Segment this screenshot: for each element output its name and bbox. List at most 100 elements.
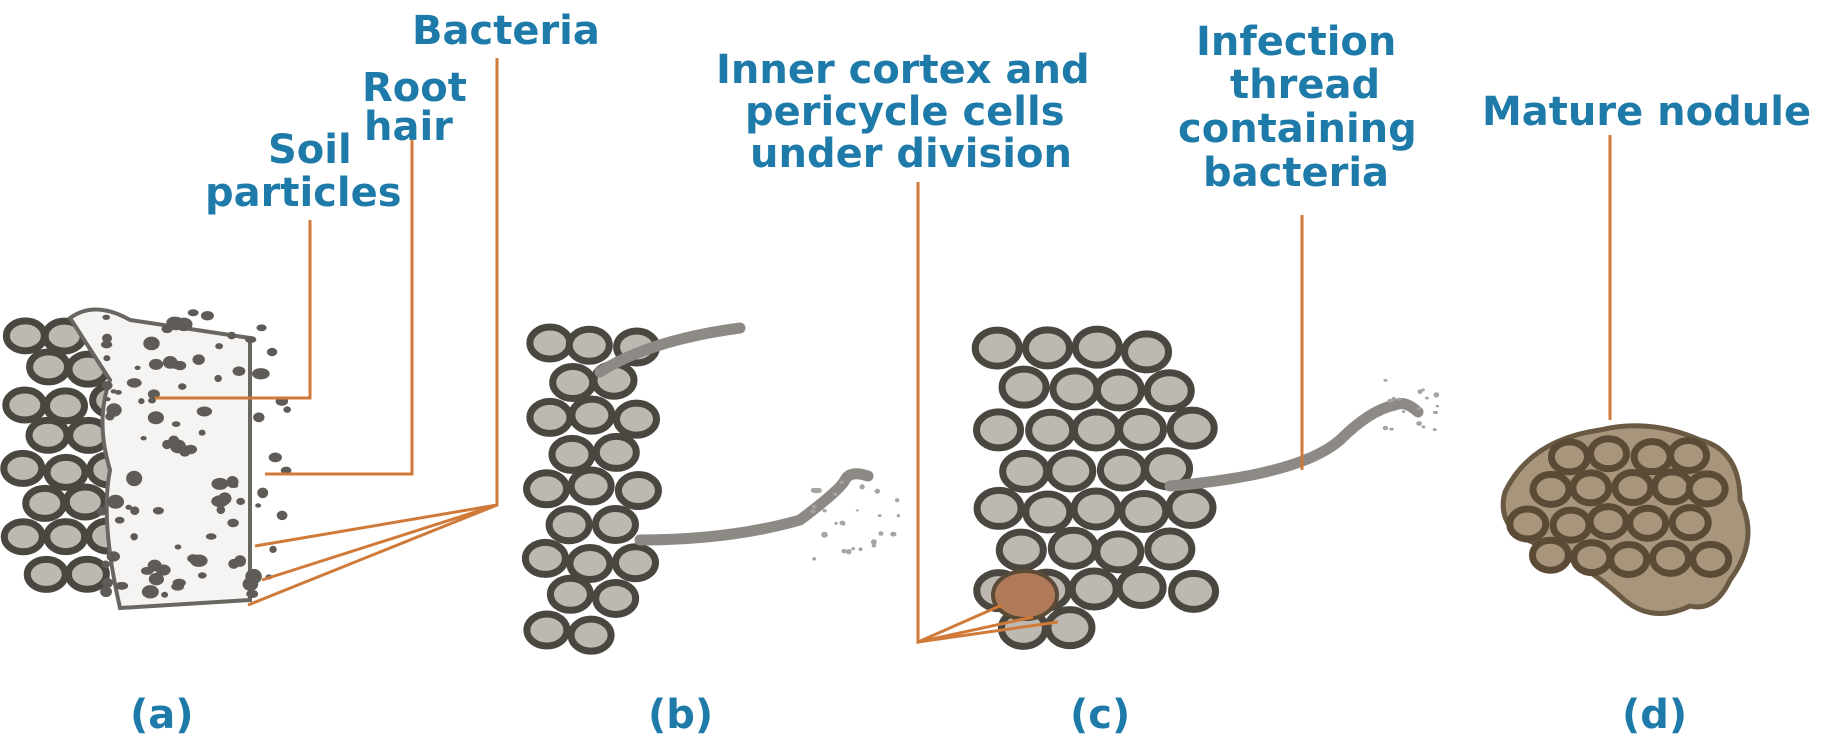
bacterium [841, 549, 846, 554]
soil-particle [192, 354, 204, 365]
label-inner-cortex-2: pericycle cells [745, 89, 1065, 135]
soil-particle [227, 332, 236, 340]
bacterium [890, 532, 896, 537]
leader-bacteria-2 [262, 505, 497, 580]
bacterium [1435, 411, 1438, 414]
soil-particle [115, 517, 125, 524]
tissue-cell [552, 438, 592, 470]
tissue-cell [1634, 442, 1670, 472]
bacterium [1436, 405, 1440, 408]
leader-bacteria-3 [248, 505, 497, 605]
tissue-cell [571, 470, 611, 502]
soil-particle [104, 397, 110, 401]
bacterium [1387, 399, 1393, 403]
soil-particle [149, 359, 163, 370]
bacterium [846, 549, 852, 554]
tissue-cell [1553, 510, 1589, 540]
soil-particle [197, 406, 212, 416]
bacterium [813, 488, 819, 494]
bacterium [834, 522, 837, 525]
tissue-cell [1026, 494, 1070, 530]
panel-a [4, 309, 292, 608]
soil-particle [226, 476, 238, 488]
soil-particle [126, 471, 142, 486]
tissue-cell [1125, 334, 1169, 370]
tissue-cell [1172, 573, 1216, 609]
tissue-cell [596, 436, 636, 468]
tissue-cell [1051, 530, 1095, 566]
soil-particle [245, 336, 256, 343]
bacterium [897, 514, 900, 517]
label-inner-cortex-3: under division [750, 131, 1072, 177]
bacterium [840, 481, 845, 484]
soil-particle [138, 398, 144, 404]
tissue-cell [1653, 543, 1689, 573]
tissue-cell [530, 327, 570, 359]
soil-particle [199, 430, 206, 436]
tissue-cell [1148, 531, 1192, 567]
tissue-cell [975, 330, 1019, 366]
soil-particle [211, 495, 229, 507]
label-soil-2: particles [205, 170, 402, 216]
soil-particle [115, 390, 122, 395]
tissue-cell [525, 542, 565, 574]
bacterium [872, 544, 877, 547]
soil-particle [149, 573, 164, 586]
panel-label-d: (d) [1622, 692, 1687, 738]
soil-particle [100, 586, 112, 597]
panel-label-a: (a) [130, 692, 194, 738]
tissue-cell [1169, 490, 1213, 526]
tissue-cell [1590, 439, 1626, 469]
panel-b [525, 327, 900, 651]
bacterium [833, 493, 837, 496]
soil-particle [188, 309, 199, 316]
tissue-cell [1002, 369, 1046, 405]
bacterium [1421, 388, 1424, 391]
bacterium [851, 548, 854, 550]
tissue-cell [68, 559, 106, 589]
tissue-cell [29, 420, 67, 450]
tissue-cell [1072, 571, 1116, 607]
tissue-cell [1590, 507, 1626, 537]
tissue-cell [1097, 372, 1141, 408]
root-hair-b-curled [640, 474, 868, 540]
soil-particle [269, 453, 282, 463]
tissue-cell [1693, 544, 1729, 574]
soil-particle [178, 383, 186, 390]
soil-particle [170, 440, 186, 454]
tissue-cell [1170, 410, 1214, 446]
bacterium [859, 547, 863, 551]
panel-label-c: (c) [1070, 692, 1130, 738]
tissue-cell [615, 547, 655, 579]
soil-particle [215, 343, 223, 349]
tissue-cell [1654, 472, 1690, 502]
soil-particle [283, 406, 291, 412]
tissue-cell [47, 522, 85, 552]
soil-particle [201, 311, 214, 320]
tissue-cell [1611, 544, 1647, 574]
tissue-cell [549, 509, 589, 541]
soil-particle [125, 505, 132, 510]
dividing-cells-c [993, 571, 1057, 619]
soil-particle [148, 411, 164, 424]
label-bacteria: Bacteria [412, 8, 600, 54]
soil-particle [141, 436, 147, 440]
soil-particle [257, 488, 268, 499]
bacterium [1422, 425, 1426, 428]
bacterium [878, 531, 883, 535]
bacterium [1383, 426, 1388, 431]
tissue-cell [1074, 491, 1118, 527]
soil-particle [107, 495, 124, 509]
label-infection-1: Infection [1196, 19, 1396, 65]
root-tissue-b [525, 327, 658, 651]
soil-particle [269, 546, 276, 553]
tissue-cell [977, 490, 1021, 526]
tissue-cell [26, 488, 64, 518]
soil-particle [256, 324, 266, 331]
panel-letters: (a) (b) (c) (d) [130, 692, 1687, 738]
tissue-cell [1048, 610, 1092, 646]
soil-particle [97, 507, 108, 516]
tissue-cell [1075, 329, 1119, 365]
bacterium [878, 514, 882, 517]
